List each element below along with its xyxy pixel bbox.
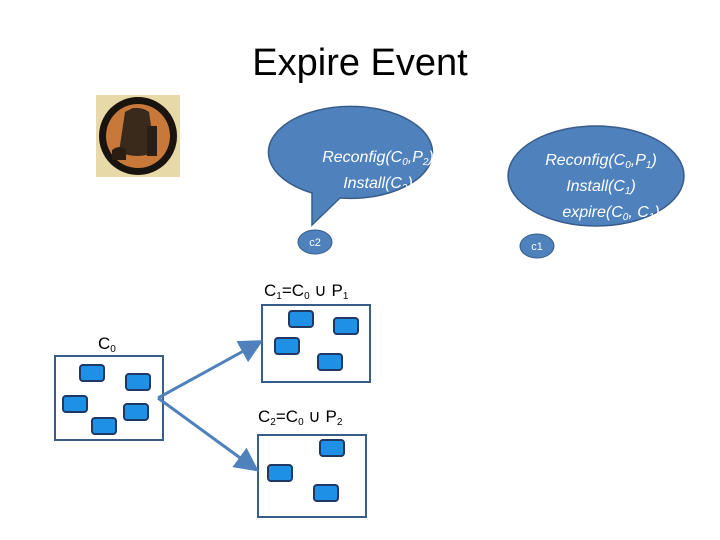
node-c1: [519, 233, 555, 259]
label-c1-formula: C1=C0 ∪ P1: [264, 281, 349, 302]
bubble-right-line3: expire(C0, C1): [562, 204, 660, 223]
member-node: [317, 353, 343, 371]
member-node: [333, 317, 359, 335]
speech-bubble-right: [507, 125, 685, 227]
slide-title: Expire Event: [252, 42, 468, 84]
node-c2-label: c2: [309, 237, 321, 249]
member-node: [274, 337, 300, 355]
member-group-c1: [274, 310, 359, 371]
arrow-to-c2: [157, 396, 259, 472]
portrait-image: [96, 95, 180, 177]
bubble-right-text: Reconfig(C0,P1) Install(C1) expire(C0, C…: [516, 150, 686, 228]
member-group-c2: [267, 439, 345, 502]
bubble-right-line2: Install(C1): [566, 178, 636, 197]
member-node: [125, 373, 151, 391]
label-c0: C0: [98, 334, 116, 355]
bubble-right-line1: Reconfig(C0,P1): [545, 152, 657, 171]
member-node: [91, 417, 117, 435]
label-c2-formula: C2=C0 ∪ P2: [258, 407, 343, 428]
member-node: [267, 464, 293, 482]
member-node: [123, 403, 149, 421]
speech-bubble-left: [267, 105, 434, 227]
member-node: [79, 364, 105, 382]
bubble-left-line1: Reconfig(C0,P2): [322, 149, 434, 168]
arrow-to-c1: [157, 340, 264, 400]
bubble-left-text: Reconfig(C0,P2) Install(C2): [298, 147, 458, 199]
node-c1-label: c1: [531, 241, 543, 253]
member-node: [288, 310, 314, 328]
member-node: [313, 484, 339, 502]
member-node: [319, 439, 345, 457]
node-c2: [297, 229, 333, 255]
member-group-c0: [62, 364, 151, 435]
member-node: [62, 395, 88, 413]
bubble-left-line2: Install(C2): [343, 175, 413, 194]
